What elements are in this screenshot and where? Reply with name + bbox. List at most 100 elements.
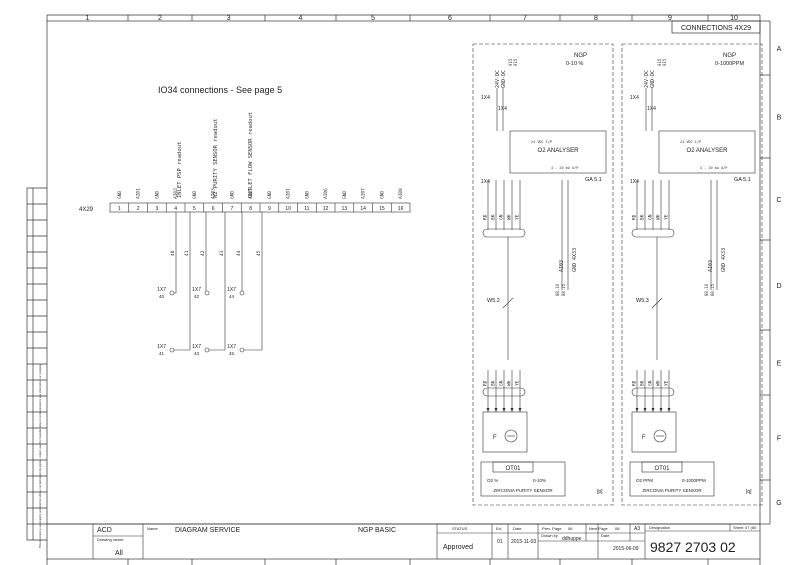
conductor-label-bottom: YE xyxy=(515,380,521,386)
relay-contact xyxy=(239,290,245,296)
page-title: CONNECTIONS 4X29 xyxy=(681,25,751,32)
sensor-letter: F xyxy=(642,435,646,441)
relay-tag: 1X7 xyxy=(227,344,236,350)
range-label: 0-10 % xyxy=(566,61,584,67)
outlet-flow-label: OUTLET FLOW SENSOR readout xyxy=(248,112,254,198)
supply-num: 015 xyxy=(508,58,513,66)
column-label: 7 xyxy=(523,15,527,22)
row-label: E xyxy=(777,361,782,368)
prev-page-label: Prev. Page xyxy=(542,526,562,531)
designation-label: Designation xyxy=(649,525,670,530)
sensor-box xyxy=(631,411,677,453)
sub-ref: [p] xyxy=(597,489,603,495)
terminal-arrow xyxy=(659,408,663,412)
sensor-range-a: O2 PPM xyxy=(636,478,653,483)
terminal-arrow xyxy=(502,408,506,412)
terminal-signal: GND xyxy=(267,191,273,199)
drawn-by-label: Drawn by xyxy=(541,533,558,538)
tag-top: 1X4 xyxy=(481,95,490,101)
terminal-arrow xyxy=(494,408,498,412)
column-label: 5 xyxy=(371,15,375,22)
tag-top2: 1X4 xyxy=(498,106,507,112)
terminal-signal: GND xyxy=(342,191,348,199)
sub-ref: [q] xyxy=(746,489,752,495)
sheet-value: 07 (80 xyxy=(745,525,757,530)
terminal-signal: GND xyxy=(117,191,123,199)
analyser-name: O2 ANALYSER xyxy=(538,148,580,154)
ga-ref: GA 5.1 xyxy=(734,177,751,183)
conductor-label-top: GN xyxy=(648,214,654,220)
status-value: Approved xyxy=(443,544,473,551)
sensor-range-b: 0-1000PPM xyxy=(682,478,706,483)
sensor-box xyxy=(482,411,528,453)
status-label: STATUS xyxy=(452,526,468,531)
cable-slash xyxy=(502,297,514,309)
terminal-signal: AI01 xyxy=(136,188,142,199)
supply-num: 015 xyxy=(662,58,667,66)
terminal-number: 6 xyxy=(212,206,215,212)
terminal-number: 12 xyxy=(323,206,329,212)
terminal-number: 4 xyxy=(174,206,177,212)
terminal-number: 11 xyxy=(304,206,309,212)
terminal-signal: GND xyxy=(229,191,235,199)
sensor-symbol xyxy=(653,429,667,443)
wire-number: 41 xyxy=(184,250,190,256)
relay-wire xyxy=(244,212,263,351)
column-label: 6 xyxy=(448,15,452,22)
prev-page-value: 06 xyxy=(568,526,573,531)
terminal-signal: AI02 xyxy=(173,188,179,199)
output-gnd: GND 4X33 xyxy=(572,248,578,272)
designation-value: 9827 2703 02 xyxy=(650,539,736,555)
conductor-label-bottom: GN xyxy=(648,380,654,386)
relay-tag: 1X7 xyxy=(157,344,166,350)
sensor-symbol xyxy=(504,429,518,443)
sensor-range-a: O2 % xyxy=(487,478,498,483)
dashed-enclosure xyxy=(472,43,614,506)
supply-num: 015 xyxy=(657,58,662,66)
wire-number: 42 xyxy=(200,250,206,256)
relay-contact xyxy=(169,290,175,296)
sensor-id: OT01 xyxy=(654,466,670,472)
relay-contact xyxy=(204,290,210,296)
sensor-letter: F xyxy=(493,435,497,441)
sensor-id-box xyxy=(641,461,683,473)
supply-wire xyxy=(645,88,653,131)
row-label: G xyxy=(776,500,781,507)
supply-24v: 24V-DC xyxy=(644,70,650,88)
terminal-number: 16 xyxy=(398,206,404,212)
row-label: B xyxy=(777,115,782,122)
relay-number: 40 xyxy=(159,294,165,299)
sensor-range-b: 0-10% xyxy=(533,478,546,483)
conductor-label-top: WH xyxy=(656,214,662,220)
terminal-strip-name: 4X29 xyxy=(79,207,94,213)
column-label: 2 xyxy=(158,15,162,22)
output-num: 88.10 xyxy=(555,283,560,296)
edition-label: Ed. xyxy=(496,526,502,531)
terminal-number: 15 xyxy=(379,206,385,212)
cable-shield xyxy=(631,228,675,238)
conductor-label-top: BK xyxy=(640,214,646,220)
conductor-label-bottom: WH xyxy=(656,380,662,386)
terminal-number: 13 xyxy=(342,206,348,212)
wire-number: 40 xyxy=(170,250,176,256)
dashed-enclosure xyxy=(621,43,763,506)
row-label: A xyxy=(777,46,782,53)
sensor-id: OT01 xyxy=(505,466,521,472)
terminal-signal: AI06 xyxy=(323,188,329,199)
edition-value: 01 xyxy=(497,539,503,545)
n2-purity-label: N2 PURITY SENSOR readout xyxy=(213,119,219,198)
column-label: 8 xyxy=(594,15,598,22)
supply-num: 015 xyxy=(513,58,518,66)
relay-wire xyxy=(205,212,209,294)
conductor-label-bottom: RD xyxy=(632,380,638,386)
cable-slash xyxy=(651,297,663,309)
sensor-name: ZIRCONIA PURITY SENSOR xyxy=(642,488,702,493)
supply-wire xyxy=(496,88,504,131)
mA-output: 4 - 20 mA O/P xyxy=(551,166,578,170)
power-input: 24 VDC I/P xyxy=(531,140,552,144)
company-name: ACD xyxy=(97,527,112,534)
conductor-label-top: RD xyxy=(632,214,638,220)
relay-number: 43 xyxy=(194,351,200,356)
